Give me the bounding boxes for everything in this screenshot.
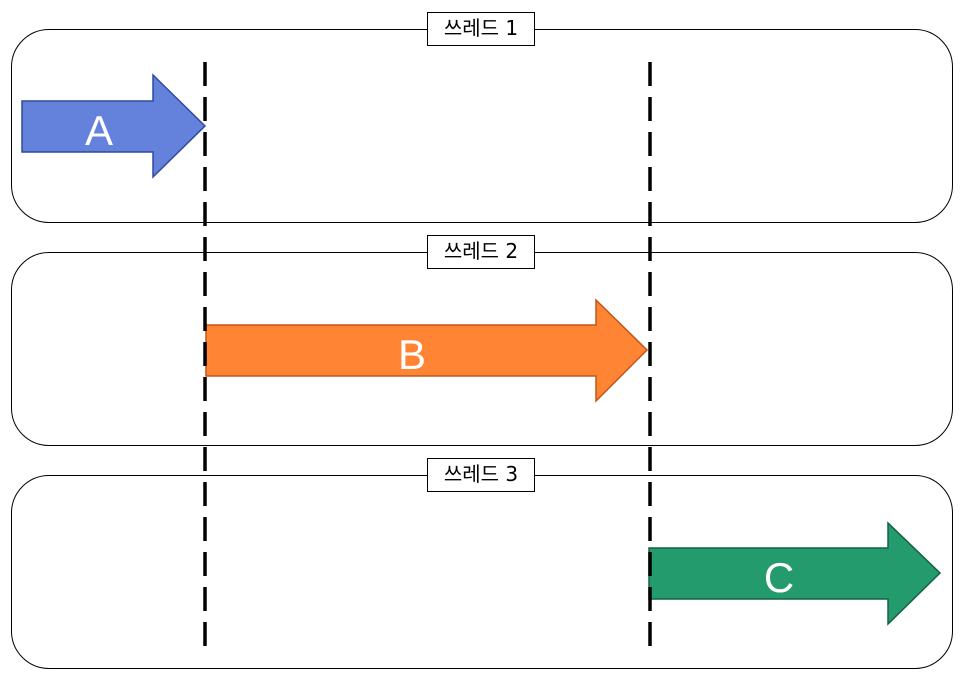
arrow-a: A bbox=[21, 73, 207, 179]
lane-label-thread-2: 쓰레드 2 bbox=[427, 235, 535, 269]
arrow-b: B bbox=[205, 298, 649, 403]
lane-label-thread-1: 쓰레드 1 bbox=[427, 12, 535, 46]
arrow-a-shape bbox=[21, 73, 207, 179]
arrow-c: C bbox=[648, 521, 942, 626]
arrow-b-label: B bbox=[398, 331, 426, 378]
arrow-a-label: A bbox=[85, 107, 113, 154]
arrow-c-shape bbox=[648, 521, 942, 626]
lane-label-thread-3: 쓰레드 3 bbox=[427, 458, 535, 492]
arrow-b-shape bbox=[205, 298, 649, 403]
arrow-c-label: C bbox=[764, 554, 794, 601]
